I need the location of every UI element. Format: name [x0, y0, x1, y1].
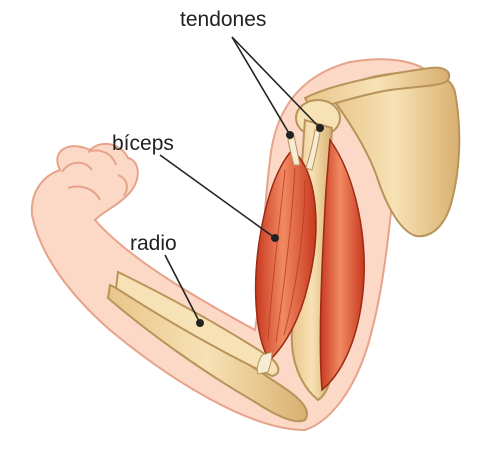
upper-tendon-1 [287, 135, 301, 166]
label-tendons: tendones [180, 8, 266, 31]
upper-tendon-2 [305, 129, 321, 171]
triceps-muscle [319, 137, 365, 392]
lower-tendon [256, 351, 273, 375]
tendons-leaders [231, 36, 324, 140]
biceps-fibers [267, 167, 306, 343]
clavicle-bone [303, 66, 450, 112]
fist [61, 149, 128, 201]
radius-leader [164, 254, 205, 327]
label-radius: radio [130, 232, 177, 255]
label-biceps: bíceps [112, 132, 174, 155]
biceps-leader [159, 154, 279, 243]
